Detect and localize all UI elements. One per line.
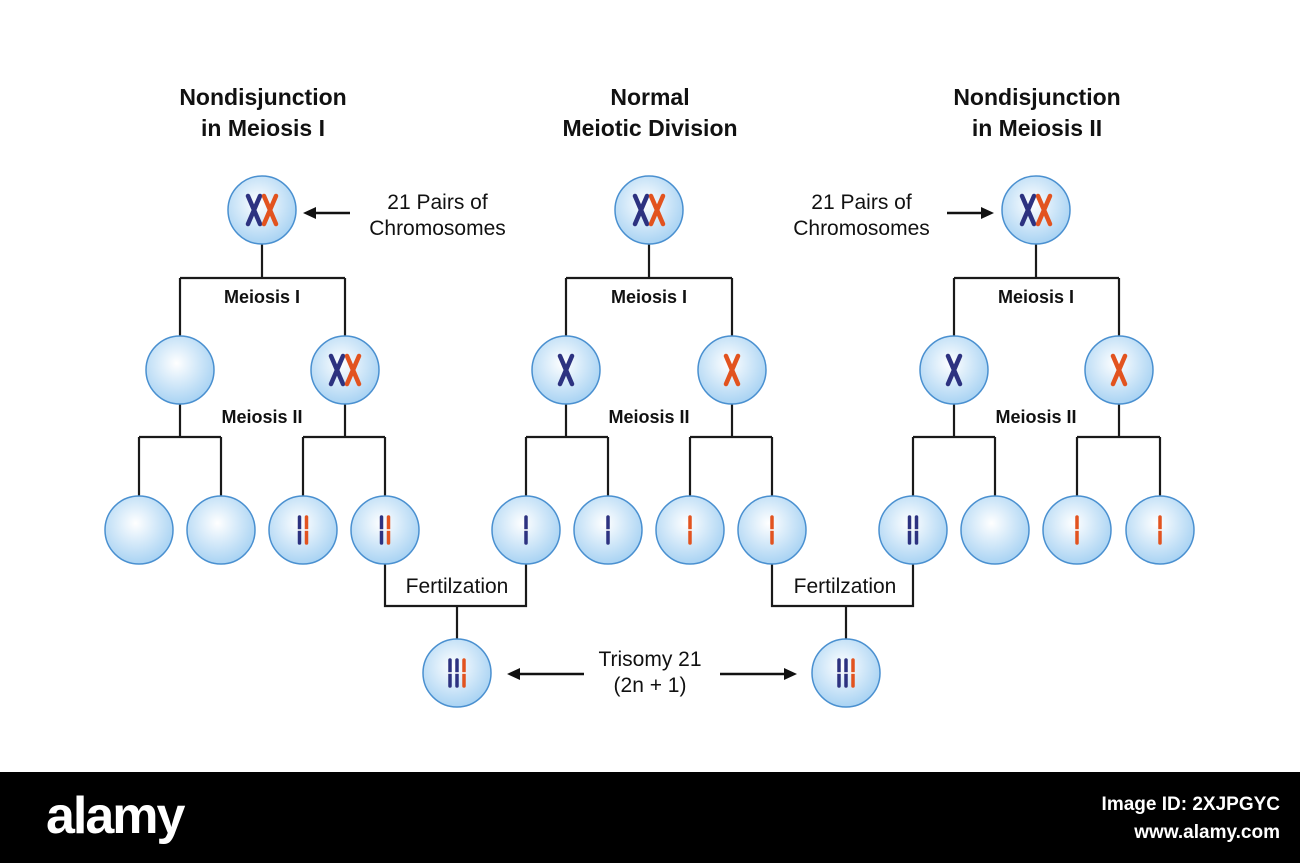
gamete-6 [573,495,643,565]
arrow-trisomy-left [507,668,584,680]
watermark-footer: alamy Image ID: 2XJPGYC www.alamy.com [0,772,1300,863]
cell-m1-left-double [310,335,380,405]
cell-membrane [878,495,948,565]
chromosome-x [245,193,263,227]
gamete-5 [491,495,561,565]
cell-m1-right-b [1084,335,1154,405]
label-meiosis-2-center: Meiosis II [608,407,690,427]
image-id: Image ID: 2XJPGYC [1101,794,1280,815]
meiosis-2-connector [1075,404,1162,496]
meiosis-1-connector [952,244,1121,336]
gamete-1 [104,495,174,565]
gamete-12 [1125,495,1195,565]
chromosome-x [261,193,279,227]
cell-membrane [104,495,174,565]
arrow-head [507,668,520,680]
cell-m1-center-a [531,335,601,405]
gamete-11 [1042,495,1112,565]
cell-membrane [614,175,684,245]
gamete-7 [655,495,725,565]
heading-normal-division: Normal Meiotic Division [562,84,738,141]
zygote-trisomy-left [422,638,492,708]
arrow-pairs-left [303,207,350,219]
label-chromosome-pairs-right: 21 Pairs of Chromosomes [793,191,930,240]
cell-membrane [960,495,1030,565]
label-meiosis-2-right: Meiosis II [995,407,1077,427]
meiosis-2-connector [137,404,223,496]
meiosis-1-connector [178,244,347,336]
meiosis-diagram [104,175,1195,708]
connector-lines [137,244,1162,640]
fertilization-connector-left [383,564,528,640]
chromosome-x [1019,193,1037,227]
label-meiosis-1-center: Meiosis I [610,287,688,307]
cell-parent-center [614,175,684,245]
cell-membrane [268,495,338,565]
arrow-pairs-right [947,207,994,219]
meiosis-2-connector [688,404,774,496]
cells [104,175,1195,708]
label-fertilization-left: Fertilzation [405,575,509,598]
arrow-head [981,207,994,219]
label-meiosis-2-left: Meiosis II [221,407,303,427]
meiosis-2-connector [911,404,997,496]
gamete-4 [350,495,420,565]
gamete-2 [186,495,256,565]
gamete-10 [960,495,1030,565]
cell-membrane [1001,175,1071,245]
cell-membrane [145,335,215,405]
cell-m1-right-a [919,335,989,405]
gamete-3 [268,495,338,565]
chromosome-x [1110,353,1128,387]
meiosis-1-connector [564,244,734,336]
meiosis-2-connector [524,404,610,496]
gamete-9 [878,495,948,565]
brand-logo: alamy [46,787,185,845]
heading-meiosis-1-nondisjunction: Nondisjunction in Meiosis I [179,84,347,141]
label-trisomy-21: Trisomy 21 (2n + 1) [598,648,702,697]
cell-membrane [310,335,380,405]
arrow-head [784,668,797,680]
cell-m1-center-b [697,335,767,405]
zygote-trisomy-right [811,638,881,708]
chromosome-x [344,353,362,387]
chromosome-x [1035,193,1053,227]
chromosome-x [632,193,650,227]
arrow-trisomy-right [720,668,797,680]
meiosis-2-connector [301,404,387,496]
cell-m1-left-empty [145,335,215,405]
label-chromosome-pairs-left: 21 Pairs of Chromosomes [369,191,506,240]
arrows [303,207,994,680]
cell-parent-left [227,175,297,245]
label-meiosis-1-right: Meiosis I [997,287,1075,307]
fertilization-connector-right [770,564,915,640]
chromosome-x [723,353,741,387]
site-url: www.alamy.com [1134,822,1280,843]
cell-membrane [186,495,256,565]
cell-parent-right [1001,175,1071,245]
label-meiosis-1-left: Meiosis I [223,287,301,307]
cell-membrane [227,175,297,245]
heading-meiosis-2-nondisjunction: Nondisjunction in Meiosis II [953,84,1121,141]
chromosome-x [557,353,575,387]
label-fertilization-right: Fertilzation [793,575,897,598]
gamete-8 [737,495,807,565]
cell-membrane [350,495,420,565]
chromosome-x [945,353,963,387]
chromosome-x [328,353,346,387]
chromosome-x [648,193,666,227]
arrow-head [303,207,316,219]
